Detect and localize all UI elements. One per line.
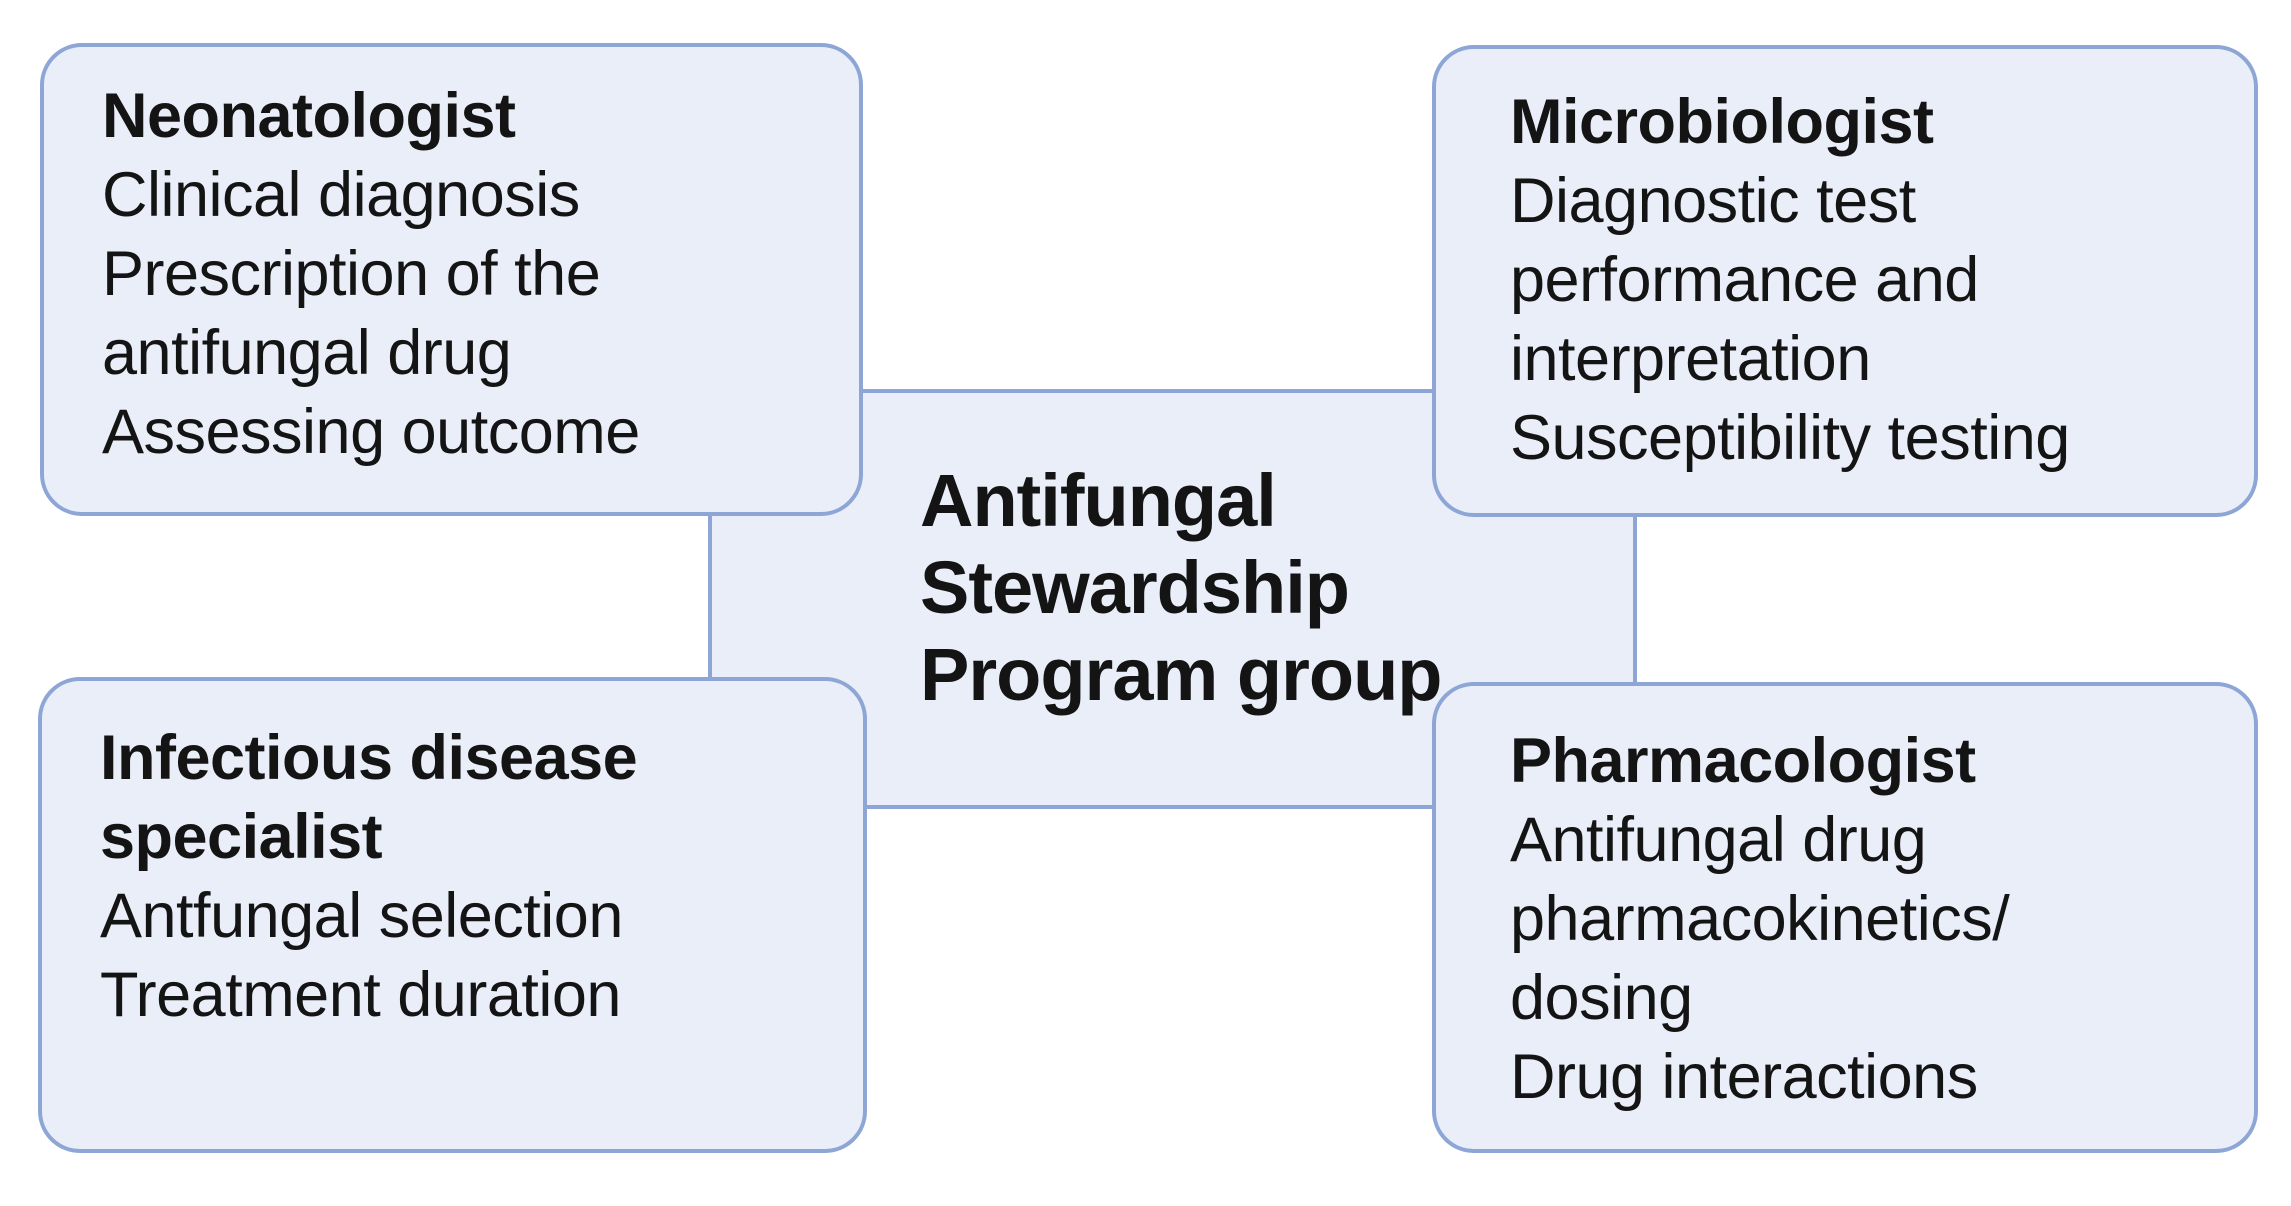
box-pharmacologist-title: Pharmacologist xyxy=(1510,726,1976,796)
box-microbiologist-body: Diagnostic test performance and interpre… xyxy=(1510,166,2070,473)
box-microbiologist-title: Microbiologist xyxy=(1510,87,1934,157)
box-infectious-disease-specialist-title: Infectious disease specialist xyxy=(100,723,638,872)
box-neonatologist-body: Clinical diagnosis Prescription of the a… xyxy=(102,160,640,467)
box-pharmacologist-body: Antifungal drug pharmacokinetics/ dosing… xyxy=(1510,805,2010,1112)
box-infectious-disease-specialist-body: Antfungal selection Treatment duration xyxy=(100,881,623,1030)
box-infectious-disease-specialist: Infectious disease specialist Antfungal … xyxy=(38,677,867,1153)
box-neonatologist-title: Neonatologist xyxy=(102,81,516,151)
box-pharmacologist: Pharmacologist Antifungal drug pharmacok… xyxy=(1432,682,2258,1153)
box-neonatologist: Neonatologist Clinical diagnosis Prescri… xyxy=(40,43,863,516)
box-microbiologist: Microbiologist Diagnostic test performan… xyxy=(1432,45,2258,517)
center-label: Antifungal Stewardship Program group xyxy=(920,459,1442,716)
